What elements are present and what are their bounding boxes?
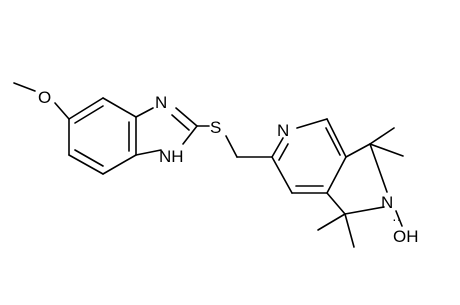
bond-c3a-c3 <box>326 192 346 215</box>
bond-benzene-1-double <box>74 105 104 124</box>
bond-pyr-c6-n-double <box>278 143 289 161</box>
bond-benzene-2 <box>102 97 137 118</box>
atom-oh: OH <box>393 227 419 246</box>
bond-c7a-c7 <box>345 143 371 158</box>
bonds <box>13 82 404 248</box>
bond-c7-me-b <box>369 143 404 157</box>
atom-s-thioether: S <box>210 118 221 137</box>
atom-o-methoxy: O <box>38 88 51 107</box>
radical-dots: ·· <box>392 211 401 227</box>
bond-n3-c2 <box>175 107 198 127</box>
bond-c7-me-a <box>369 127 395 145</box>
bond-pyr-c6-n <box>271 137 284 158</box>
atom-n-pyrroline: N <box>381 193 393 212</box>
atom-nh-imidazole: NH <box>159 147 184 166</box>
bond-o-ring <box>54 102 70 120</box>
bond-c7a-n3 <box>135 107 154 118</box>
bond-pyr-c1-c7a <box>326 118 347 158</box>
bond-n-oh <box>395 210 403 227</box>
bond-benzene-4 <box>102 154 137 175</box>
bond-n1-c3a <box>135 149 162 156</box>
atom-n-imidazole: N <box>155 93 167 112</box>
bond-c3-me-b <box>344 213 355 248</box>
bond-s-ch2 <box>225 135 238 158</box>
bond-pyr-n-c1 <box>296 118 328 129</box>
bond-pyr-c7a-c3a <box>326 156 347 194</box>
bond-pyr-c1-c7a-double <box>325 127 341 156</box>
bond-benzene-5-double <box>74 149 104 167</box>
bond-methyl-o <box>13 82 36 92</box>
bond-c7-n <box>369 143 388 193</box>
atom-labels: O N NH S N N OH ·· <box>38 88 419 246</box>
bond-c2-n1 <box>182 125 198 145</box>
bond-c3-n <box>344 206 385 215</box>
bond-pyr-c4-c5 <box>271 156 293 194</box>
atom-n-pyridine: N <box>277 121 289 140</box>
bond-c3-me-a <box>317 213 346 231</box>
bond-benzene-5 <box>68 154 104 175</box>
bond-n3-c2-double <box>171 114 190 131</box>
bond-benzene-1 <box>68 97 104 120</box>
